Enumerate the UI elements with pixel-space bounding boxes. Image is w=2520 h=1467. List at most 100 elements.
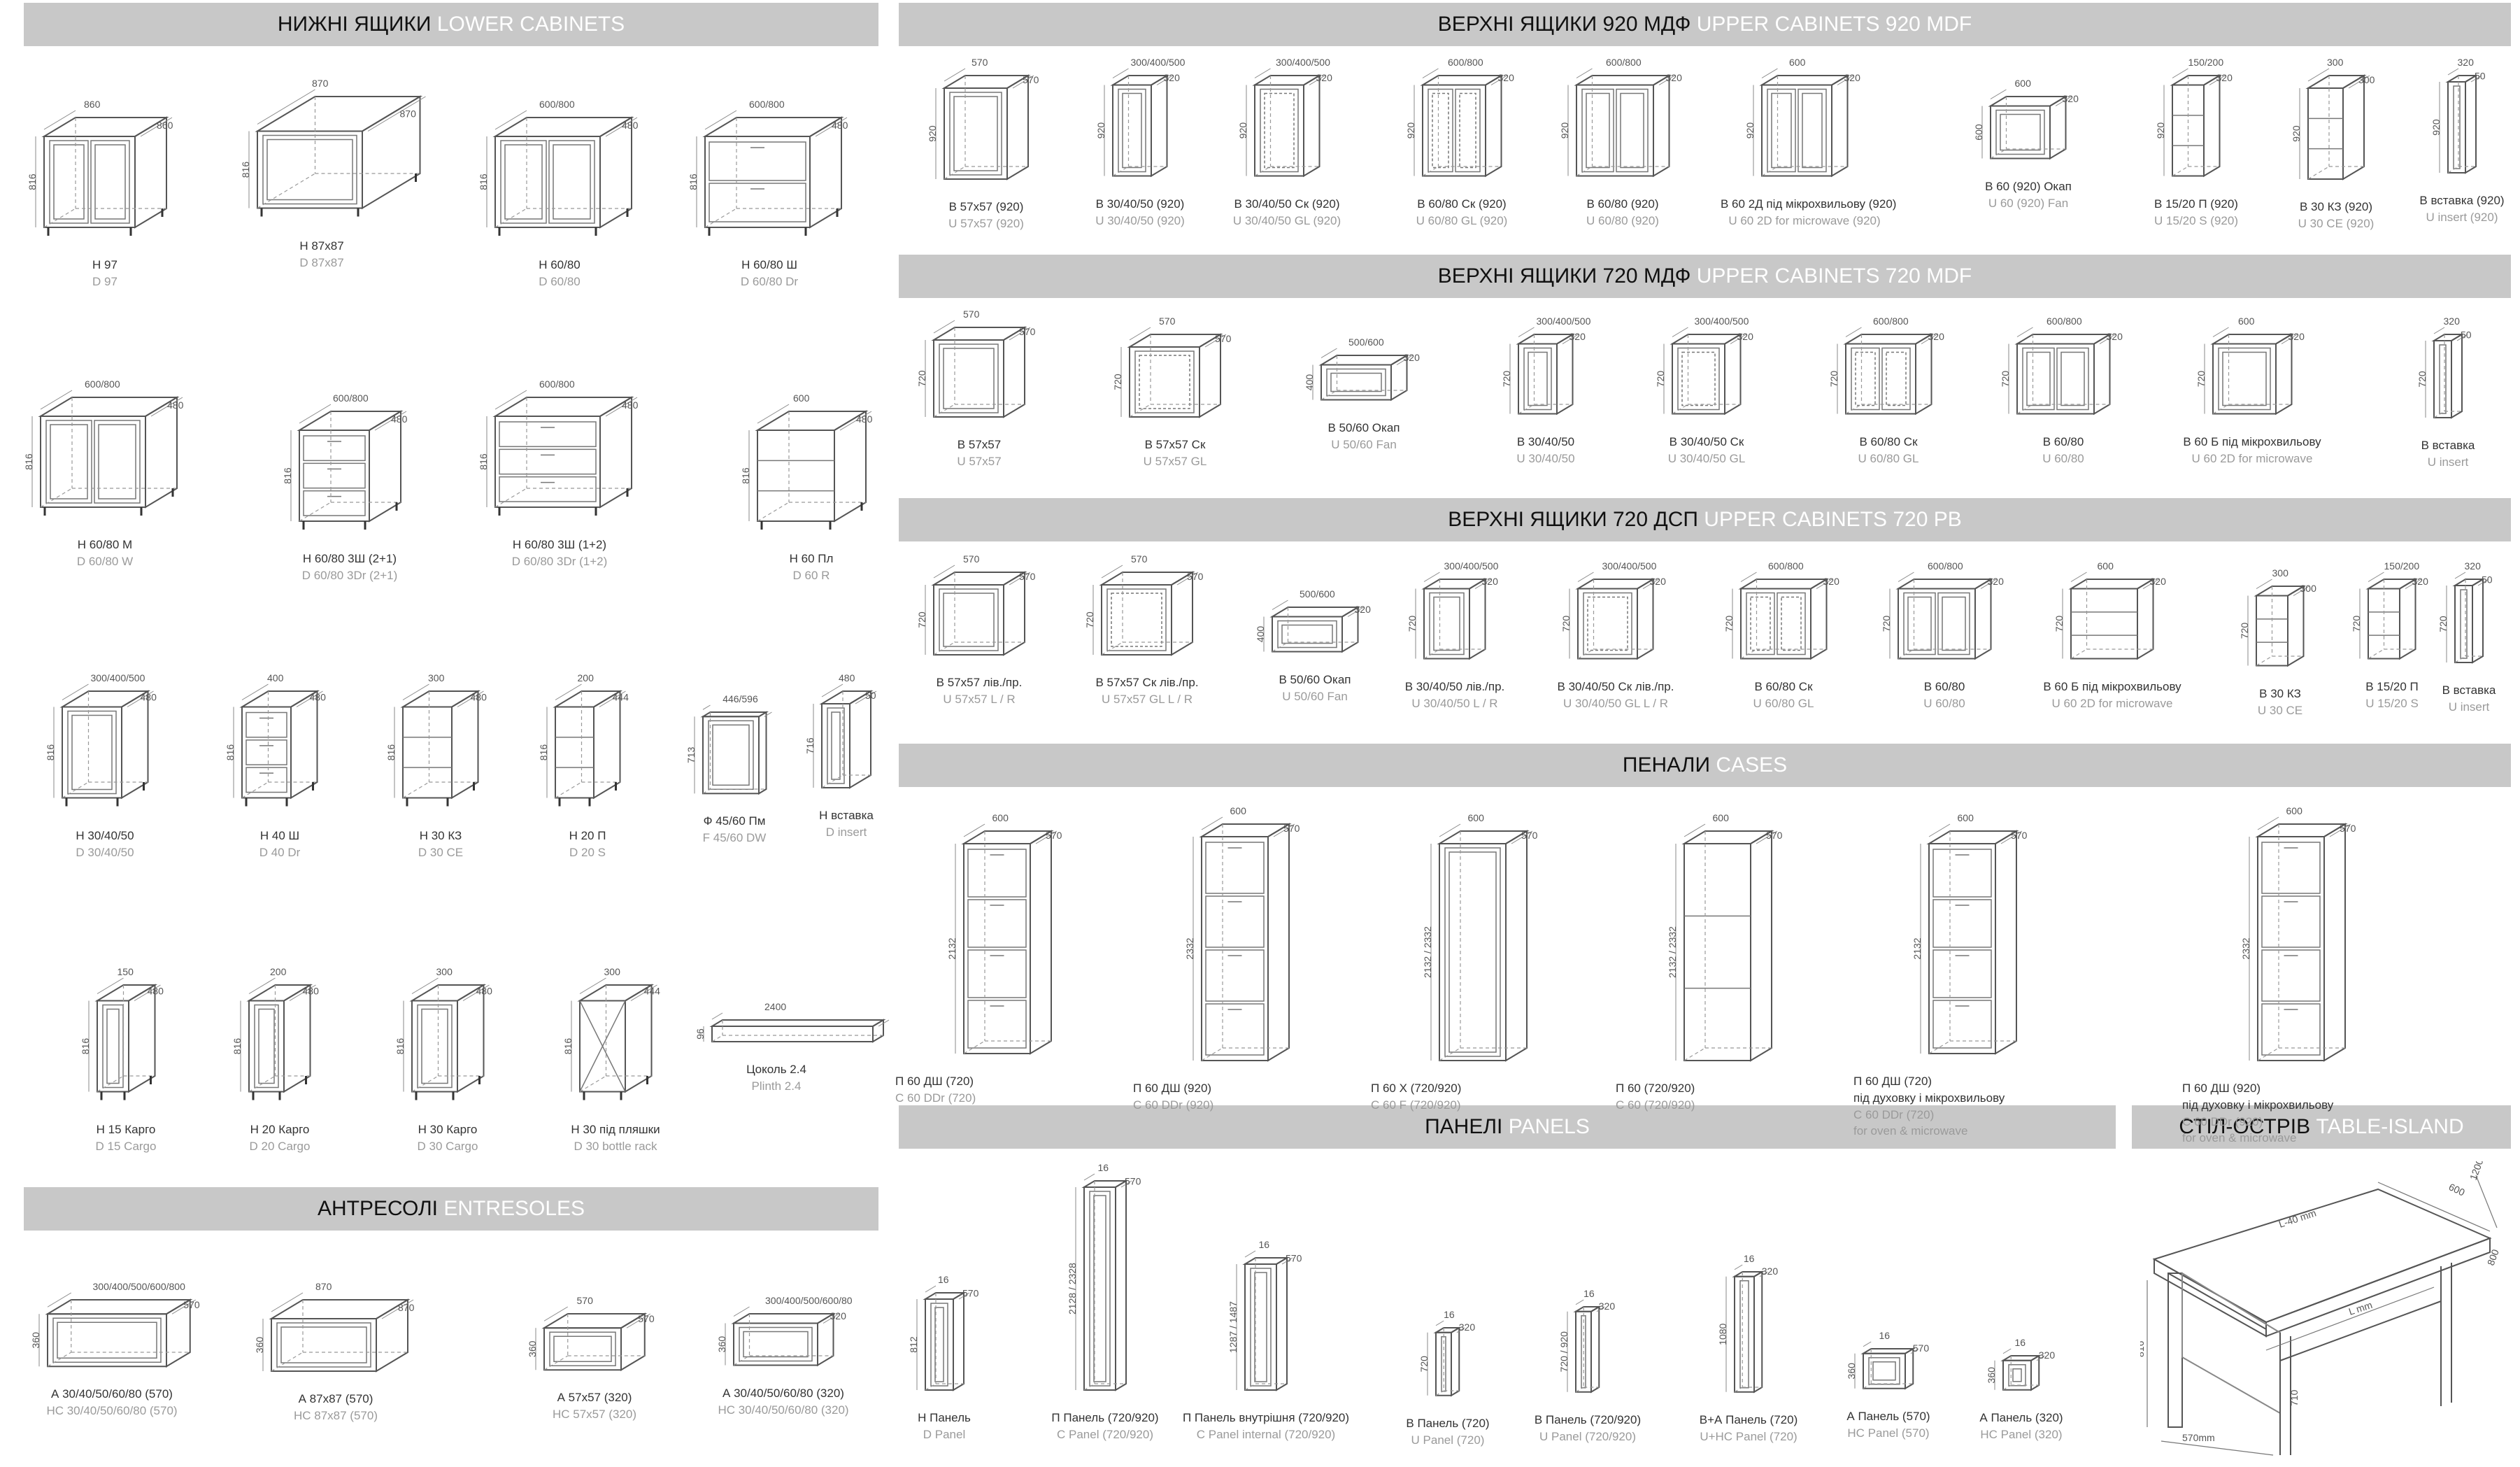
- upper720pb-cabinet-5-dim-depth: 320: [1650, 576, 1667, 587]
- upper720pb-cabinet-8-label: В 60 Б під мікрохвильову: [2043, 679, 2181, 693]
- upper920-cabinet-4-label: В 60/80 Ск (920): [1417, 197, 1507, 211]
- panel-3-label: П Панель внутрішня (720/920): [1182, 1411, 1350, 1424]
- upper720pb-cabinet-8-dim-height: 720: [2053, 616, 2065, 632]
- lower-cabinet-7-dim-depth: 480: [622, 399, 639, 411]
- lower-cabinet-3-dim-width: 600/800: [539, 99, 575, 110]
- upper720pb-cabinet-1-label: В 57х57 лів./пр.: [936, 676, 1023, 689]
- upper720-cabinet-4-label: В 30/40/50: [1516, 434, 1575, 448]
- upper720pb-cabinet-10-dim-height: 720: [2351, 616, 2362, 632]
- lower-cabinet-15-dim-width: 150: [117, 966, 134, 977]
- lower-cabinet-9-code: D 30/40/50: [76, 845, 134, 859]
- header-table-island: СТІЛ-ОСТРІВ TABLE-ISLAND: [2132, 1105, 2511, 1149]
- panel-3-dim-height: 1287 / 1487: [1227, 1301, 1239, 1353]
- upper720-cabinet-5-dim-height: 720: [1655, 371, 1666, 388]
- lower-cabinet-12-dim-depth: 444: [612, 692, 629, 703]
- upper920-cabinet-4-dim-depth: 320: [1497, 72, 1514, 83]
- lower-cabinet-15-dim-depth: 480: [147, 986, 164, 997]
- panel-4-code: U Panel (720): [1411, 1433, 1485, 1447]
- header-entresoles: АНТРЕСОЛІ ENTRESOLES: [24, 1187, 878, 1231]
- entresole-4-label: А 30/40/50/60/80 (320): [722, 1386, 844, 1400]
- entresole-1-dim-depth: 570: [183, 1299, 200, 1310]
- lower-cabinet-9-dim-depth: 480: [140, 692, 157, 703]
- entresole-3-dim-width: 570: [577, 1295, 594, 1306]
- upper720pb-cabinet-3-dim-depth: 320: [1354, 604, 1371, 615]
- upper920-cabinet-9-code: U 30 CE (920): [2298, 217, 2375, 230]
- header-lower-ua: НИЖНІ ЯЩИКИ: [277, 13, 432, 36]
- upper720-cabinet-2-dim-depth: 570: [1215, 333, 1232, 344]
- upper720pb-cabinet-2-label: В 57х57 Ск лів./пр.: [1095, 676, 1199, 689]
- upper720-cabinet-9-dim-height: 720: [2416, 371, 2428, 388]
- upper920-cabinet-7-dim-width: 600: [2015, 78, 2032, 89]
- lower-cabinet-2-dim-width: 870: [312, 78, 329, 89]
- lower-cabinet-4-label: Н 60/80 Ш: [741, 258, 797, 271]
- table-dim-816: 816: [2140, 1340, 2146, 1357]
- lower-cabinet-4-dim-depth: 480: [832, 120, 848, 131]
- panel-2-dim-width: 16: [1098, 1162, 1109, 1173]
- upper720-cabinet-6-dim-width: 600/800: [1873, 316, 1909, 327]
- lower-cabinet-13-label: Ф 45/60 Пм: [703, 814, 766, 828]
- case-cabinet-2-dim-height: 2332: [1184, 937, 1195, 959]
- upper720-cabinet-3-code: U 50/60 Fan: [1331, 437, 1397, 451]
- upper720-cabinet-2-label: В 57х57 Ск: [1144, 438, 1206, 451]
- upper720-cabinet-8-dim-depth: 320: [2288, 331, 2305, 342]
- upper720pb-cabinet-8-dim-depth: 320: [2150, 576, 2167, 587]
- panel-4-dim-width: 16: [1444, 1309, 1455, 1320]
- lower-cabinet-3-label: Н 60/80: [539, 258, 581, 271]
- upper920-cabinet-4-dim-height: 920: [1405, 122, 1416, 139]
- case-cabinet-4-dim-depth: 570: [1766, 830, 1783, 841]
- panel-1-dim-height: 812: [908, 1336, 919, 1353]
- upper720pb-cabinet-1-dim-width: 570: [963, 553, 980, 565]
- upper720pb-cabinet-11-dim-depth: 50: [2482, 574, 2493, 585]
- panel-2-dim-depth: 570: [1125, 1175, 1141, 1186]
- panel-1-label: Н Панель: [918, 1411, 971, 1424]
- upper720pb-cabinet-2-dim-depth: 570: [1187, 571, 1204, 582]
- lower-cabinet-19-code: Plinth 2.4: [751, 1079, 802, 1093]
- upper720pb-cabinet-9-code: U 30 CE: [2257, 703, 2303, 717]
- upper720-cabinet-2-dim-height: 720: [1112, 374, 1123, 390]
- case-cabinet-6-code-2: for oven & microwave: [2182, 1131, 2297, 1144]
- lower-cabinet-6-dim-height: 816: [282, 467, 293, 484]
- lower-cabinet-6-label: Н 60/80 3Ш (2+1): [302, 552, 397, 565]
- lower-cabinet-1-label: Н 97: [92, 258, 118, 271]
- panel-7-dim-width: 16: [1879, 1330, 1891, 1341]
- entresole-3-code: НС 57х57 (320): [552, 1408, 636, 1422]
- upper720pb-cabinet-8-code: U 60 2D for microwave: [2051, 696, 2173, 710]
- upper720pb-cabinet-3-dim-height: 400: [1255, 626, 1266, 643]
- entresole-1-label: А 30/40/50/60/80 (570): [51, 1387, 173, 1401]
- upper720pb-cabinet-6-code: U 60/80 GL: [1753, 696, 1814, 710]
- lower-cabinet-9-dim-width: 300/400/500: [90, 672, 145, 683]
- upper920-cabinet-9-label: В 30 КЗ (920): [2299, 200, 2373, 213]
